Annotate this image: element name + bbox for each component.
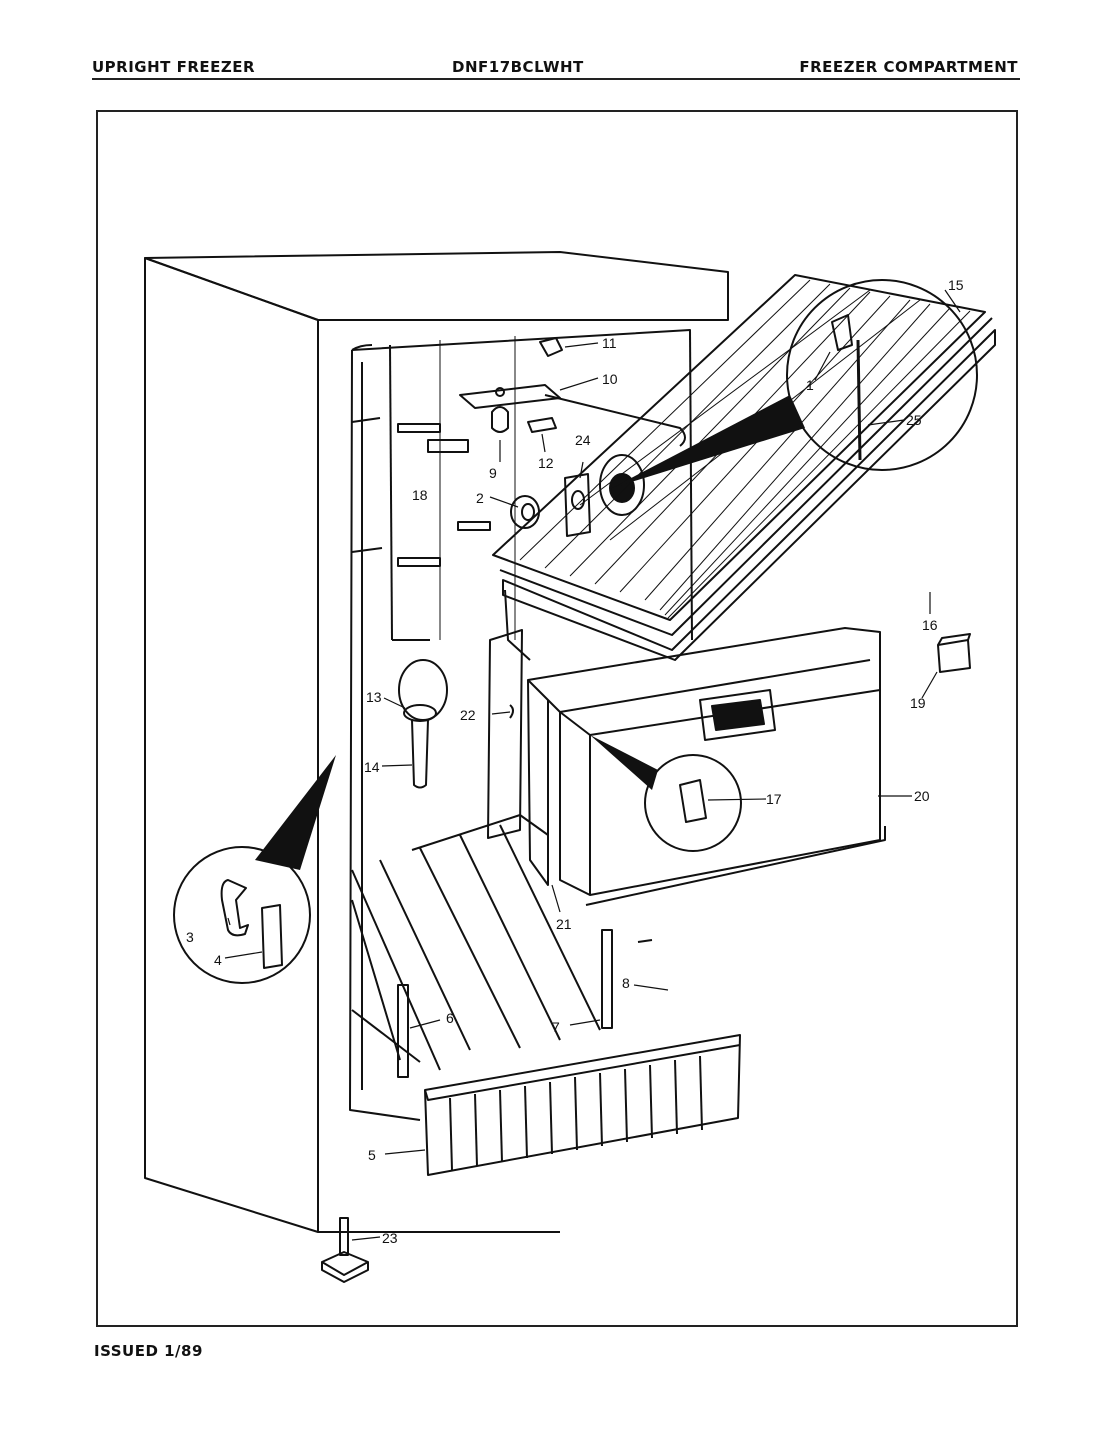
drain-plug <box>403 704 437 789</box>
inset-thermostat-capillary <box>786 279 978 471</box>
basket-frame <box>527 679 549 886</box>
inset-door-catch <box>644 754 742 852</box>
fastener <box>637 939 653 943</box>
cover-block <box>937 633 971 673</box>
basket-door <box>527 627 886 906</box>
callout-11: 11 <box>602 335 617 351</box>
vent-opening <box>398 659 448 721</box>
callout-14: 14 <box>364 759 380 775</box>
callout-20: 20 <box>914 788 930 804</box>
light-bulb <box>491 406 509 433</box>
header-rule <box>92 78 1020 80</box>
light-bracket <box>459 384 686 447</box>
hook <box>509 704 514 719</box>
callout-2: 2 <box>476 490 484 506</box>
leader-lines <box>224 289 961 1241</box>
callout-18: 18 <box>412 487 428 503</box>
side-strip-right <box>601 929 613 1029</box>
shelf-frame <box>502 329 996 661</box>
clip <box>539 337 563 357</box>
header-title: UPRIGHT FREEZER <box>92 58 256 76</box>
inner-liner <box>349 329 693 1121</box>
callout-9: 9 <box>489 465 497 481</box>
small-part <box>527 417 557 433</box>
callout-16: 16 <box>922 617 938 633</box>
callout-22: 22 <box>460 707 476 723</box>
callout-15: 15 <box>948 277 964 293</box>
side-strip-left <box>397 984 409 1078</box>
cabinet-outline <box>144 251 729 1233</box>
diagram-frame <box>96 110 1018 1327</box>
shelf-rails <box>351 417 491 567</box>
callout-23: 23 <box>382 1230 398 1246</box>
header-section: FREEZER COMPARTMENT <box>799 58 1018 76</box>
side-bracket <box>487 629 523 839</box>
callout-7: 7 <box>552 1019 560 1035</box>
callout-12: 12 <box>538 455 554 471</box>
callout-19: 19 <box>910 695 926 711</box>
callout-wedges <box>255 395 805 870</box>
header-model-number: DNF17BCLWHT <box>452 58 584 76</box>
callout-24: 24 <box>575 432 591 448</box>
callout-25: 25 <box>906 412 922 428</box>
issued-date: ISSUED 1/89 <box>94 1342 203 1360</box>
callout-17: 17 <box>766 791 782 807</box>
rail-insert <box>427 439 469 453</box>
leveling-leg <box>321 1217 369 1283</box>
callout-3: 3 <box>186 929 194 945</box>
callout-labels: 1 2 3 4 5 6 7 8 9 10 11 12 13 14 15 16 1… <box>186 277 964 1246</box>
bottom-rods <box>351 814 601 1071</box>
callout-5: 5 <box>368 1147 376 1163</box>
shelf-wires <box>519 279 971 619</box>
callout-13: 13 <box>366 689 382 705</box>
inset-hinge-cover <box>173 846 311 984</box>
callout-8: 8 <box>622 975 630 991</box>
callout-6: 6 <box>446 1010 454 1026</box>
callout-21: 21 <box>556 916 572 932</box>
callout-10: 10 <box>602 371 618 387</box>
callout-1: 1 <box>806 377 814 393</box>
callout-4: 4 <box>214 952 222 968</box>
toe-grille <box>424 1034 741 1176</box>
